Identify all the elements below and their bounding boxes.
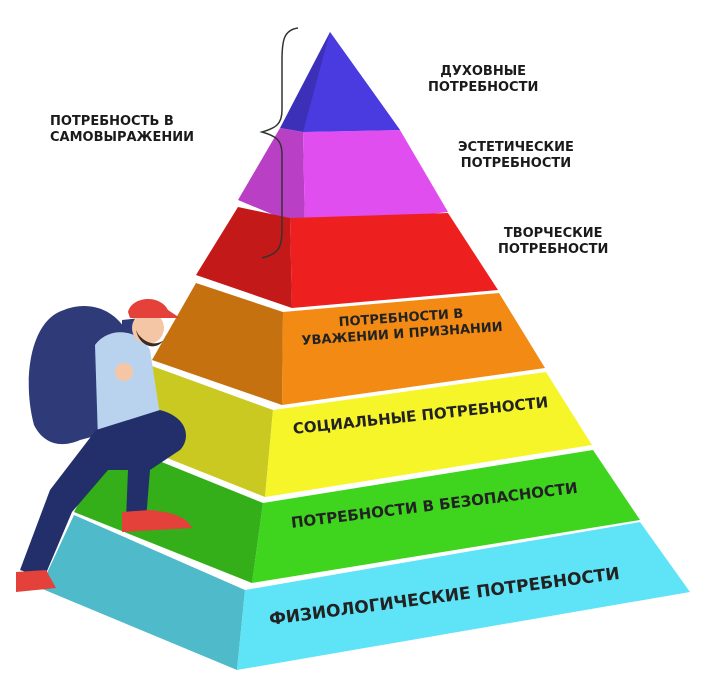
hiker-illustration: [16, 298, 192, 592]
label-spiritual-line1: ДУХОВНЫЕ: [440, 64, 527, 79]
hiker-head: [132, 312, 164, 344]
tier-social-front-face: [265, 372, 592, 497]
hiker-pants: [20, 410, 186, 578]
tier-esteem: [152, 283, 545, 405]
tier-spiritual-front-face: [303, 32, 400, 132]
label-creative-needs: ТВОРЧЕСКИЕ ПОТРЕБНОСТИ: [498, 226, 608, 259]
label-spiritual-needs: ДУХОВНЫЕ ПОТРЕБНОСТИ: [428, 64, 538, 97]
self-expression-brace: [259, 27, 299, 259]
hiker-cap: [128, 298, 180, 318]
hiker-hand: [115, 363, 133, 381]
tier-creative: [196, 207, 498, 308]
label-aesthetic-line1: ЭСТЕТИЧЕСКИЕ: [458, 140, 574, 155]
label-creative-line2: ПОТРЕБНОСТИ: [498, 242, 609, 258]
hiker-shoe-back: [16, 570, 56, 592]
label-self-expression-line1: ПОТРЕБНОСТЬ В: [50, 114, 174, 129]
label-spiritual-line2: ПОТРЕБНОСТИ: [428, 80, 539, 96]
label-self-expression-line2: САМОВЫРАЖЕНИИ: [50, 130, 194, 146]
tier-physiological: [40, 515, 690, 670]
tier-creative-front-face: [290, 213, 498, 308]
tier-aesthetic-left-face: [238, 128, 305, 228]
tier-esteem-front-face: [282, 293, 545, 405]
tier-esteem-left-face: [152, 283, 283, 405]
tier-aesthetic-front-face: [303, 130, 448, 228]
label-aesthetic-line2: ПОТРЕБНОСТИ: [460, 156, 572, 172]
tier-physiological-left-face: [40, 515, 245, 670]
hiker-shoe-front: [122, 510, 192, 532]
tier-spiritual: [280, 32, 400, 132]
tier-physiological-front-face: [237, 522, 690, 670]
label-creative-line1: ТВОРЧЕСКИЕ: [503, 226, 603, 241]
label-aesthetic-needs: ЭСТЕТИЧЕСКИЕ ПОТРЕБНОСТИ: [458, 140, 574, 173]
tier-safety-front-face: [252, 450, 640, 583]
tier-creative-left-face: [196, 207, 292, 308]
hiker-beard: [136, 330, 166, 347]
tier-safety-left-face: [74, 442, 263, 583]
tier-safety: [74, 442, 640, 583]
label-self-expression: ПОТРЕБНОСТЬ В САМОВЫРАЖЕНИИ: [50, 114, 194, 147]
tier-aesthetic: [238, 128, 448, 228]
